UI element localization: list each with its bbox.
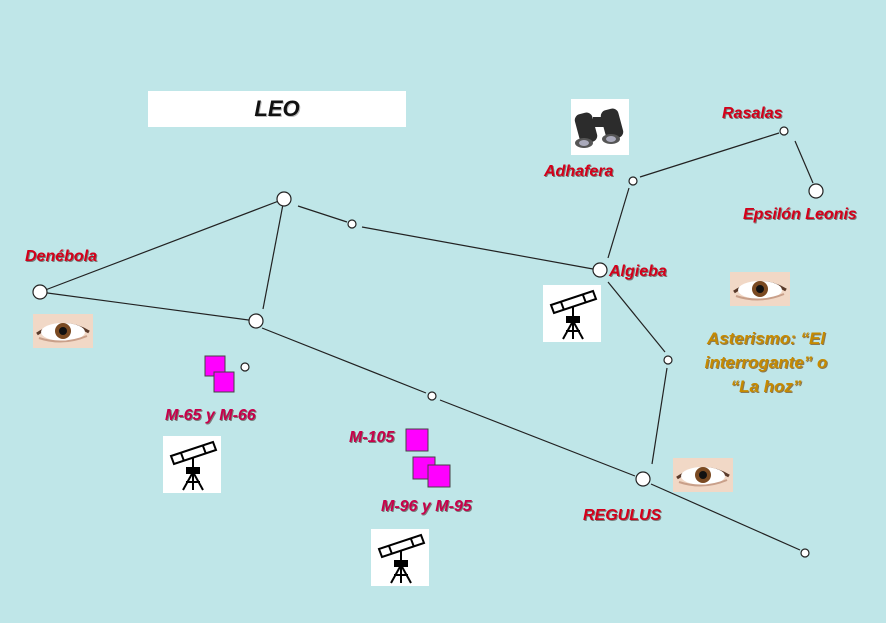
star-small: [347, 219, 357, 229]
label-adhafera: Adhafera: [544, 163, 614, 180]
constellation-lines: [39, 132, 814, 551]
star-denebola: [32, 284, 48, 300]
label-rasalas: Rasalas: [722, 105, 783, 122]
title-box: LEO: [148, 91, 406, 127]
label-algieba: Algieba: [609, 263, 667, 280]
page-title: LEO: [254, 96, 300, 121]
galaxy-markers: [204, 355, 451, 488]
star-chertan: [248, 313, 264, 329]
galaxy-marker-icon: [213, 371, 235, 393]
asterism-line-2: interrogante” o: [704, 353, 828, 372]
telescope-icon: [371, 529, 429, 586]
eye-icon: [673, 458, 733, 492]
star-rho: [427, 391, 437, 401]
telescope-icon: [163, 436, 221, 493]
star-rasalas: [779, 126, 789, 136]
label-m105: M-105: [349, 429, 395, 446]
star-eta: [663, 355, 673, 365]
star-regulus: [635, 471, 651, 487]
star-adhafera: [628, 176, 638, 186]
binoculars-icon: [571, 99, 629, 155]
label-regulus: REGULUS: [583, 507, 662, 524]
telescope-icon: [543, 285, 601, 342]
label-epsilon-leonis: Epsilón Leonis: [743, 206, 857, 223]
star-algieba: [592, 262, 608, 278]
stars: [32, 126, 824, 558]
label-m96-m95: M-96 y M-95: [381, 498, 472, 515]
label-m65-m66: M-65 y M-66: [165, 407, 256, 424]
eye-icon: [33, 314, 93, 348]
star-epsilon-leonis: [808, 183, 824, 199]
asterism-line-1: Asterismo: “El: [706, 329, 826, 348]
asterism-line-3: “La hoz”: [730, 377, 802, 396]
galaxy-marker-icon: [405, 428, 429, 452]
star-31-leonis: [800, 548, 810, 558]
star-zosma: [276, 191, 292, 207]
star-m66-guide: [240, 362, 250, 372]
label-denebola: Denébola: [25, 248, 98, 265]
asterism-label: Asterismo: “El interrogante” o “La hoz”: [686, 327, 846, 399]
eye-icon: [730, 272, 790, 306]
galaxy-marker-icon: [427, 464, 451, 488]
